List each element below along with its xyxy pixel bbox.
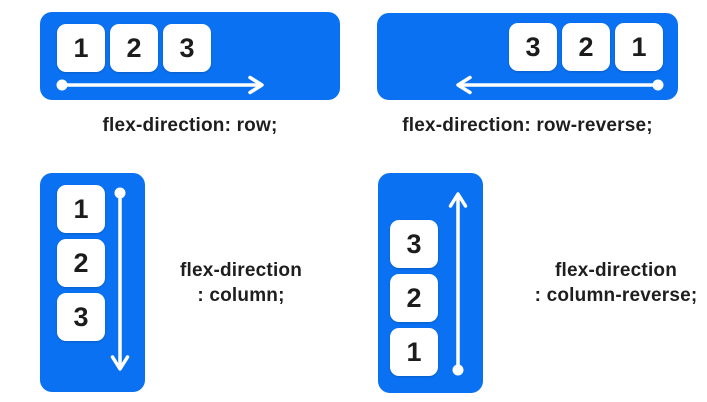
flex-row-reverse-panel: 3 2 1 (377, 13, 678, 100)
right-arrow-icon (56, 75, 264, 95)
flex-row-label: flex-direction: row; (102, 115, 278, 136)
flex-item-box: 1 (390, 328, 438, 376)
left-arrow-icon (456, 75, 664, 95)
flex-items-column: 1 2 3 (57, 185, 105, 341)
flex-column-label-line1: flex-direction (179, 260, 303, 281)
flex-item-box: 2 (562, 23, 610, 71)
flex-item-box: 1 (57, 185, 105, 233)
flex-items-column-reverse: 3 2 1 (390, 220, 438, 376)
flex-column-label-line2: : column; (197, 285, 285, 306)
flex-column-reverse-panel: 3 2 1 (378, 173, 483, 393)
flex-item-box: 2 (390, 274, 438, 322)
flex-column-reverse-label-line2: : column-reverse; (534, 285, 698, 306)
flex-column-label: flex-direction : column; (141, 258, 341, 308)
flex-item-box: 3 (57, 293, 105, 341)
flex-column-reverse-label: flex-direction : column-reverse; (511, 258, 707, 308)
flex-item-box: 2 (57, 239, 105, 287)
flex-item-box: 2 (110, 24, 158, 72)
flex-items-row-reverse: 3 2 1 (509, 23, 663, 71)
flex-item-box: 3 (163, 24, 211, 72)
flex-column-panel: 1 2 3 (40, 173, 145, 392)
flex-item-box: 3 (390, 220, 438, 268)
down-arrow-icon (110, 187, 130, 371)
up-arrow-icon (448, 192, 468, 376)
flex-row-reverse-label: flex-direction: row-reverse; (402, 115, 653, 136)
flex-item-box: 3 (509, 23, 557, 71)
flex-column-reverse-label-line1: flex-direction (554, 260, 678, 281)
flex-items-row: 1 2 3 (57, 24, 211, 72)
flex-item-box: 1 (57, 24, 105, 72)
flex-row-panel: 1 2 3 (40, 12, 340, 100)
flex-item-box: 1 (615, 23, 663, 71)
